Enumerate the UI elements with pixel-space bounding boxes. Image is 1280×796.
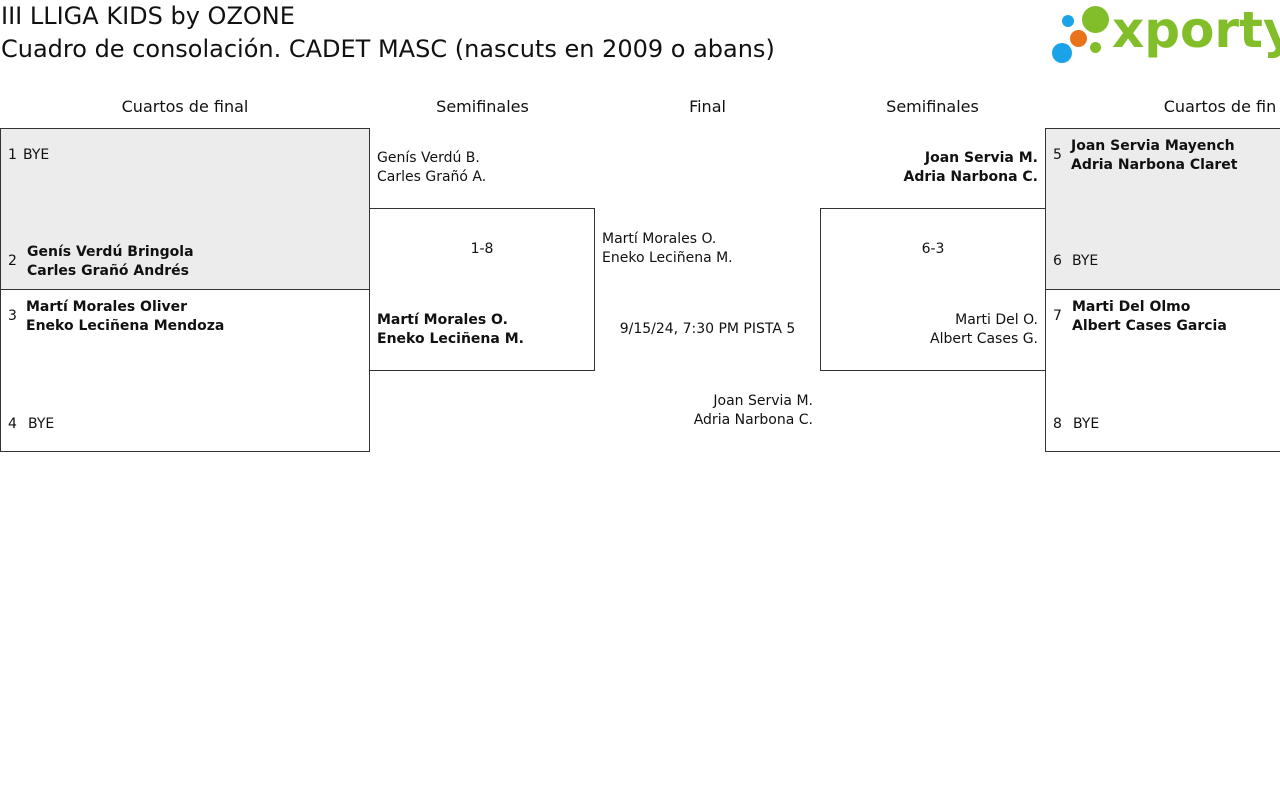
player-name: Eneko Leciñena M. xyxy=(602,250,733,266)
logo-dot-green-small xyxy=(1090,42,1101,53)
player-name: Joan Servia M. xyxy=(924,150,1038,166)
team-name: Marti Del Olmo Albert Cases Garcia xyxy=(1072,298,1227,336)
player-name: Joan Servia M. xyxy=(713,393,813,409)
player-name: Eneko Leciñena M. xyxy=(377,331,524,347)
team-bye: BYE xyxy=(23,146,49,165)
xporty-logo: xporty xyxy=(1052,1,1280,67)
left-sf-team-top: Genís Verdú B. Carles Grañó A. xyxy=(377,149,486,187)
player-name: Carles Grañó A. xyxy=(377,169,487,185)
logo-dot-blue xyxy=(1052,43,1072,63)
left-qf-match-1[interactable]: 1 BYE 2 Genís Verdú Bringola Carles Grañ… xyxy=(0,128,370,290)
left-sf-match[interactable]: 1-8 Martí Morales O. Eneko Leciñena M. xyxy=(369,208,595,371)
team-name: Genís Verdú Bringola Carles Grañó Andrés xyxy=(27,243,194,281)
player-name: Joan Servia Mayench xyxy=(1071,138,1235,154)
match-score: 6-3 xyxy=(921,241,945,257)
player-name: Martí Morales Oliver xyxy=(26,299,188,315)
tournament-title: III LLIGA KIDS by OZONE xyxy=(1,2,295,30)
player-name: Adria Narbona Claret xyxy=(1071,157,1238,173)
team-name: Martí Morales Oliver Eneko Leciñena Mend… xyxy=(26,298,224,336)
col-header-left-qf: Cuartos de final xyxy=(121,97,249,116)
final-schedule: 9/15/24, 7:30 PM PISTA 5 xyxy=(619,321,796,337)
logo-wordmark: xporty xyxy=(1112,1,1280,59)
draw-title: Cuadro de consolación. CADET MASC (nascu… xyxy=(1,35,775,63)
player-name: Albert Cases G. xyxy=(930,331,1038,347)
logo-dot-blue-small xyxy=(1062,15,1074,27)
seed-number: 1 xyxy=(8,147,17,163)
seed-number: 3 xyxy=(8,308,17,324)
player-name: Adria Narbona C. xyxy=(903,169,1038,185)
col-header-right-sf: Semifinales xyxy=(886,97,979,116)
right-qf-match-1[interactable]: 5 Joan Servia Mayench Adria Narbona Clar… xyxy=(1045,128,1280,290)
col-header-final: Final xyxy=(689,97,726,116)
player-name: Eneko Leciñena Mendoza xyxy=(26,318,225,334)
seed-number: 5 xyxy=(1053,147,1062,163)
seed-number: 6 xyxy=(1053,253,1062,269)
seed-number: 2 xyxy=(8,253,17,269)
team-name: Joan Servia Mayench Adria Narbona Claret xyxy=(1071,137,1238,175)
player-name: Martí Morales O. xyxy=(602,231,717,247)
player-name: Carles Grañó Andrés xyxy=(27,263,189,279)
player-name: BYE xyxy=(23,147,50,163)
final-team-top: Martí Morales O. Eneko Leciñena M. xyxy=(602,230,733,268)
col-header-right-qf: Cuartos de fin xyxy=(1163,97,1277,116)
final-team-bottom: Joan Servia M. Adria Narbona C. xyxy=(595,392,813,430)
player-name: BYE xyxy=(28,416,55,432)
player-name: Marti Del O. xyxy=(955,312,1038,328)
left-sf-team-bottom: Martí Morales O. Eneko Leciñena M. xyxy=(377,311,524,349)
player-name: BYE xyxy=(1072,253,1099,269)
right-qf-match-2[interactable]: 7 Marti Del Olmo Albert Cases Garcia 8 B… xyxy=(1045,289,1280,452)
seed-number: 7 xyxy=(1053,308,1062,324)
team-bye: BYE xyxy=(1073,415,1099,434)
player-name: Genís Verdú B. xyxy=(377,150,480,166)
player-name: BYE xyxy=(1073,416,1100,432)
player-name: Martí Morales O. xyxy=(377,312,508,328)
match-score: 1-8 xyxy=(470,241,494,257)
left-qf-match-2[interactable]: 3 Martí Morales Oliver Eneko Leciñena Me… xyxy=(0,289,370,452)
player-name: Albert Cases Garcia xyxy=(1072,318,1227,334)
right-sf-team-top: Joan Servia M. Adria Narbona C. xyxy=(820,149,1038,187)
right-sf-team-bottom: Marti Del O. Albert Cases G. xyxy=(821,311,1038,349)
col-header-left-sf: Semifinales xyxy=(436,97,529,116)
player-name: Adria Narbona C. xyxy=(693,412,813,428)
logo-dot-green xyxy=(1082,6,1109,33)
player-name: Marti Del Olmo xyxy=(1072,299,1191,315)
seed-number: 8 xyxy=(1053,416,1062,432)
right-sf-match[interactable]: 6-3 Marti Del O. Albert Cases G. xyxy=(820,208,1046,371)
seed-number: 4 xyxy=(8,416,17,432)
team-bye: BYE xyxy=(1072,252,1098,271)
logo-dot-orange xyxy=(1070,30,1087,47)
team-bye: BYE xyxy=(28,415,54,434)
player-name: Genís Verdú Bringola xyxy=(27,244,194,260)
